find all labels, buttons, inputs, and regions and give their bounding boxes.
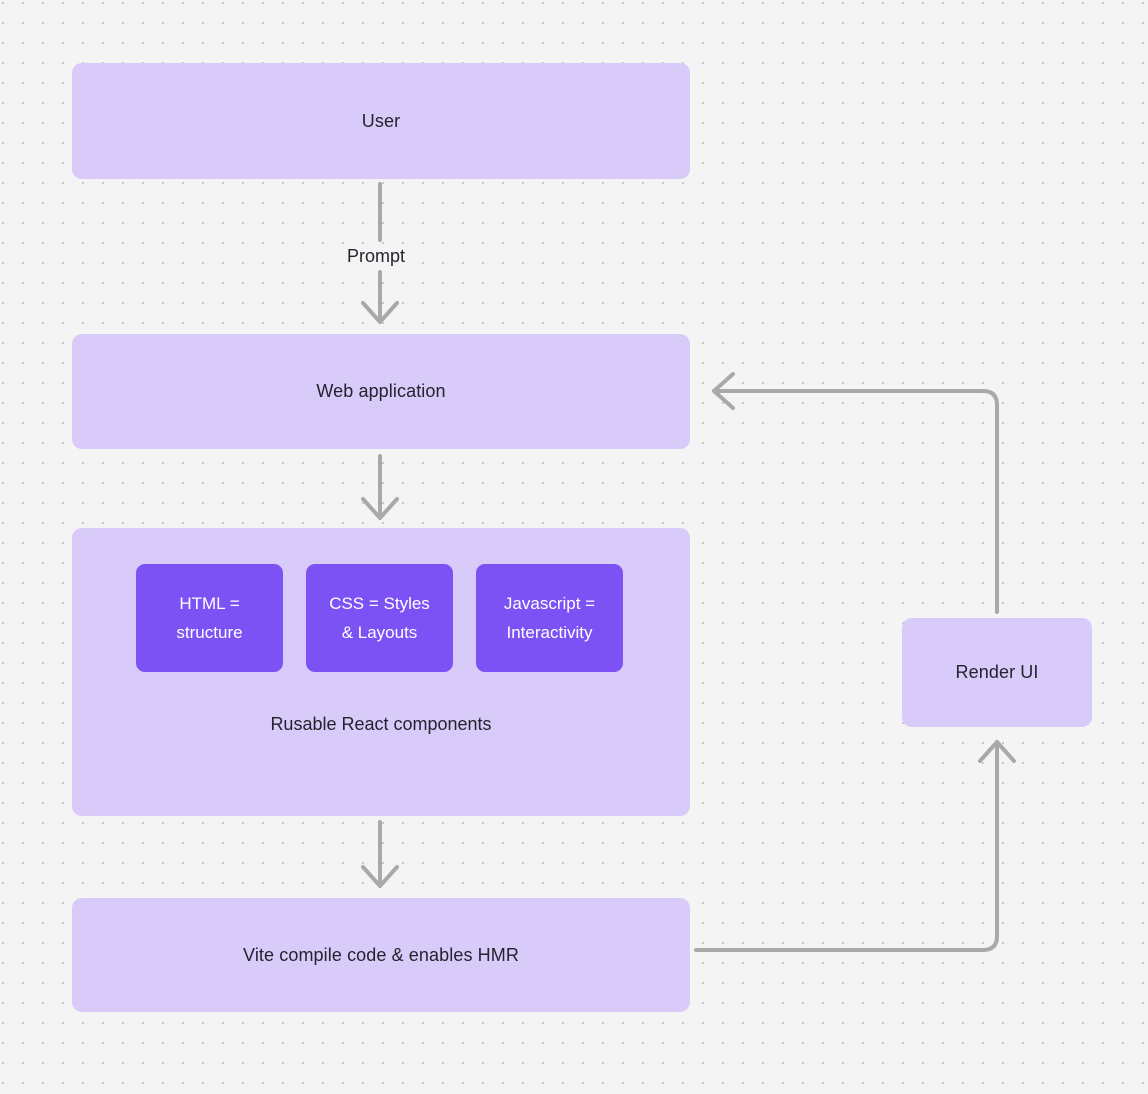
node-css[interactable]: CSS = Styles & Layouts: [306, 564, 453, 672]
node-html-label: HTML = structure: [176, 594, 243, 642]
node-render-ui-label: Render UI: [955, 662, 1039, 682]
edge-vite-to-render: [694, 740, 1016, 952]
edge-components-to-vite: [361, 820, 399, 888]
node-javascript[interactable]: Javascript = Interactivity: [476, 564, 623, 672]
node-html[interactable]: HTML = structure: [136, 564, 283, 672]
node-user-label: User: [361, 110, 401, 131]
edge-label-prompt: Prompt: [341, 245, 412, 267]
node-reusable-react-components-label: Rusable React components: [270, 714, 492, 734]
edge-render-to-webapp: [712, 372, 999, 614]
node-css-label: CSS = Styles & Layouts: [329, 594, 430, 642]
node-web-application-label: Web application: [316, 381, 446, 401]
node-user[interactable]: User: [72, 63, 690, 179]
node-render-ui[interactable]: Render UI: [902, 618, 1092, 727]
node-vite[interactable]: Vite compile code & enables HMR: [72, 898, 690, 1012]
node-web-application[interactable]: Web application: [72, 334, 690, 449]
edge-webapp-to-components: [361, 454, 399, 520]
node-javascript-label: Javascript = Interactivity: [503, 594, 596, 642]
node-vite-label: Vite compile code & enables HMR: [243, 944, 519, 965]
